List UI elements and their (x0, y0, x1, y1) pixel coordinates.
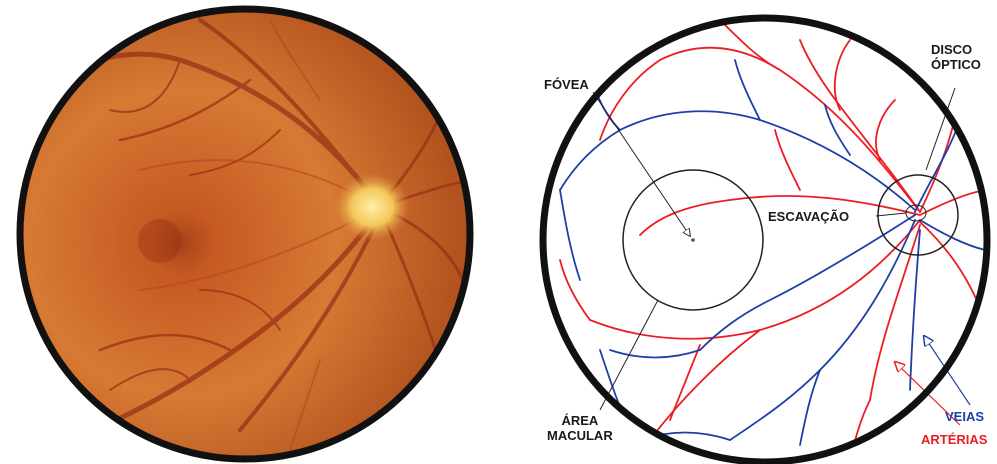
optic-disc-label-line1: DISCO (931, 42, 981, 57)
macular-area-label-line2: MACULAR (547, 428, 613, 443)
retina-schematic (510, 0, 997, 464)
fovea-spot (138, 219, 182, 263)
veins-label: VEIAS (945, 409, 984, 424)
fovea-dot (691, 238, 695, 242)
optic-disc-label: DISCO ÓPTICO (931, 42, 981, 72)
optic-disc-label-line2: ÓPTICO (931, 57, 981, 72)
excavation-label: ESCAVAÇÃO (768, 209, 849, 224)
fundus-photograph (0, 0, 500, 464)
macular-area-label: ÁREA MACULAR (547, 413, 613, 443)
arteries-label: ARTÉRIAS (921, 432, 987, 447)
optic-disc (334, 173, 410, 241)
fovea-label: FÓVEA (544, 77, 589, 92)
macular-area-label-line1: ÁREA (547, 413, 613, 428)
